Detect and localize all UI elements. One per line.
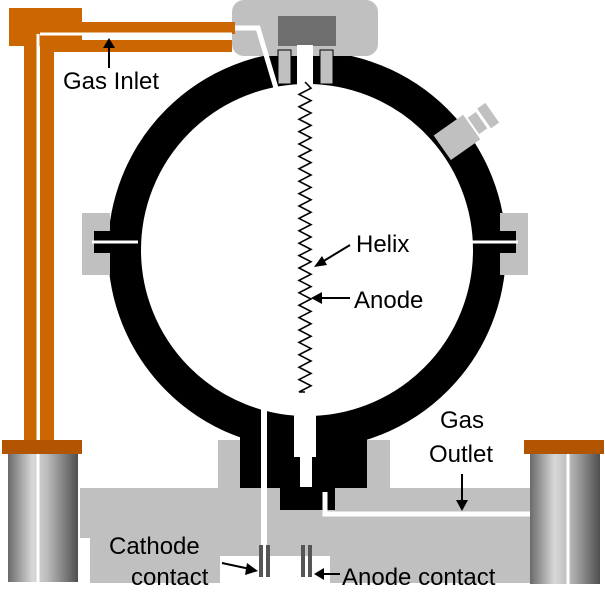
left-gas-cylinder (2, 440, 82, 582)
upper-right-port (433, 102, 500, 161)
gas-outlet-arrow (456, 474, 468, 511)
gas-inlet-arrow (103, 38, 115, 68)
anode-contact-pins (301, 545, 312, 577)
helix-wire (297, 81, 313, 393)
helix-arrow (314, 244, 351, 267)
gas-inlet-pipe (9, 8, 235, 442)
anode-channel (297, 45, 313, 455)
anode-contact-label: Anode contact (342, 564, 496, 591)
top-cap (232, 0, 378, 89)
gas-outlet-label-line1: Gas (440, 407, 484, 434)
helix-label: Helix (356, 231, 409, 258)
cathode-contact-pins (259, 545, 270, 577)
left-side-flange (82, 213, 138, 275)
cathode-contact-label-line2: contact (131, 564, 209, 591)
cathode-contact-label-line1: Cathode (109, 533, 200, 560)
anode-contact-arrow (314, 568, 340, 580)
right-gas-cylinder (524, 440, 604, 584)
anode-arrow (311, 292, 350, 304)
gas-inlet-label: Gas Inlet (63, 68, 159, 95)
cathode-channel (261, 405, 267, 575)
cathode-contact-arrow (221, 562, 258, 575)
gas-outlet-label-line2: Outlet (429, 441, 493, 468)
right-side-flange (472, 213, 528, 275)
anode-label: Anode (354, 287, 423, 314)
